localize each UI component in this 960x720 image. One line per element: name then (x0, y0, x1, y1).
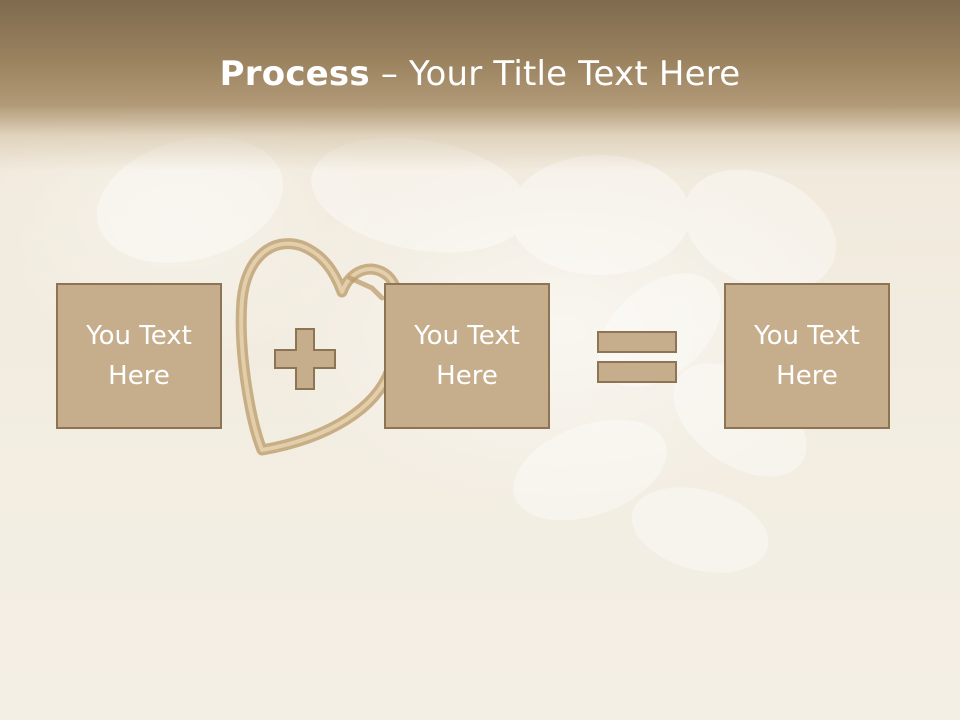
process-box-1[interactable]: You Text Here (56, 283, 222, 429)
title-separator: – (380, 54, 399, 94)
title-text: Your Title Text Here (409, 54, 741, 94)
process-box-2[interactable]: You Text Here (384, 283, 550, 429)
title-bold-word: Process (219, 54, 370, 94)
process-box-1-text: You Text Here (86, 321, 192, 391)
plus-icon (274, 328, 336, 390)
process-box-2-text: You Text Here (414, 321, 520, 391)
process-box-3-text: You Text Here (754, 321, 860, 391)
header-band (0, 0, 960, 170)
process-box-3[interactable]: You Text Here (724, 283, 890, 429)
equals-icon (597, 331, 677, 383)
slide-title: Process – Your Title Text Here (0, 52, 960, 96)
